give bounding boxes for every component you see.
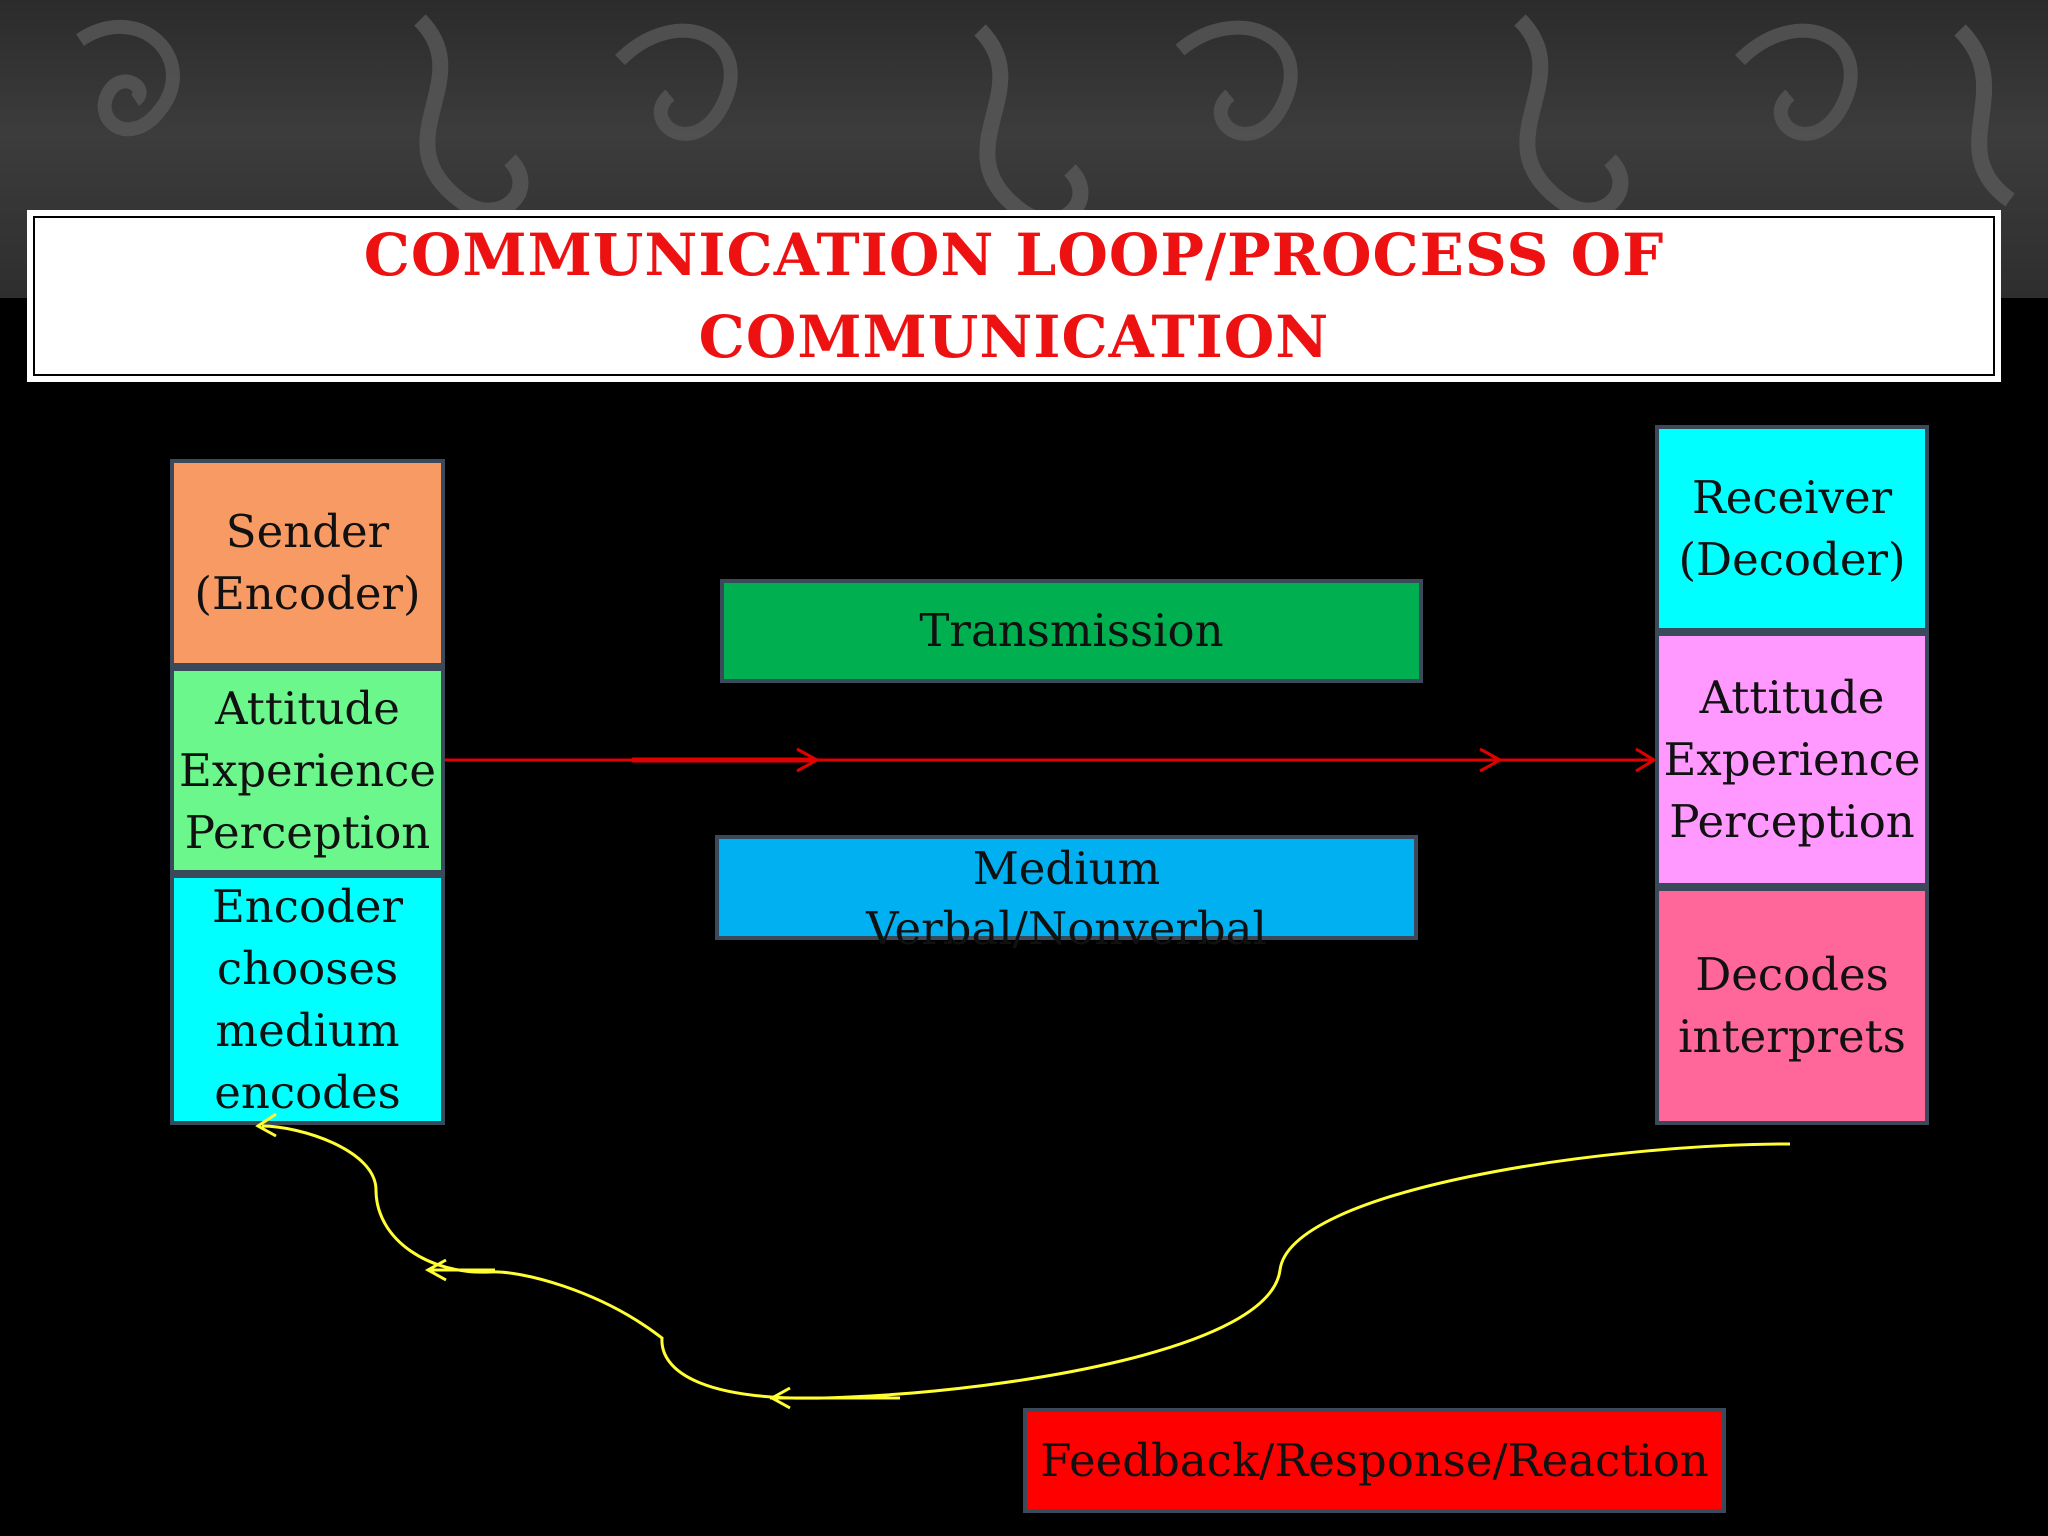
feedback-box: Feedback/Response/Reaction: [1023, 1408, 1726, 1513]
verbal-nonverbal-label: Verbal/Nonverbal: [866, 902, 1267, 955]
decodes-line-1: Decodes: [1695, 948, 1889, 1001]
receiver-label: Receiver: [1691, 470, 1893, 524]
decoder-label: (Decoder): [1678, 532, 1906, 586]
damask-pattern: [76, 14, 2015, 229]
receiver-box: Receiver (Decoder): [1655, 425, 1929, 632]
feedback-label: Feedback/Response/Reaction: [1040, 1433, 1709, 1487]
encoder-label: (Encoder): [194, 567, 421, 620]
title-line-2: COMMUNICATION: [698, 303, 1330, 371]
encoder-line-2: chooses: [216, 941, 399, 995]
title-box: COMMUNICATION LOOP/PROCESS OF COMMUNICAT…: [27, 210, 2001, 382]
sender-perception-line: Perception: [184, 805, 431, 859]
sender-attitude-line: Attitude: [215, 681, 400, 735]
receiver-attitude-box: Attitude Experience Perception: [1655, 632, 1929, 887]
medium-box: Medium Verbal/Nonverbal: [715, 835, 1418, 955]
sender-experience-line: Experience: [178, 743, 436, 797]
sender-attitude-box: Attitude Experience Perception: [170, 667, 445, 874]
receiver-attitude-line: Attitude: [1699, 670, 1885, 724]
receiver-perception-line: Perception: [1669, 794, 1915, 848]
transmission-box: Transmission: [720, 579, 1423, 683]
encoder-line-1: Encoder: [211, 879, 404, 933]
medium-label: Medium: [972, 842, 1161, 895]
decodes-line-2: interprets: [1678, 1010, 1906, 1063]
slide-title: COMMUNICATION LOOP/PROCESS OF COMMUNICAT…: [364, 214, 1665, 378]
title-line-1: COMMUNICATION LOOP/PROCESS OF: [363, 221, 1665, 289]
transmission-label: Transmission: [919, 604, 1224, 657]
encoder-line-4: encodes: [214, 1065, 401, 1119]
sender-label: Sender: [225, 505, 390, 558]
forward-arrow: [445, 747, 1657, 773]
decodes-box: Decodes interprets: [1655, 887, 1929, 1125]
receiver-experience-line: Experience: [1663, 732, 1921, 786]
sender-box: Sender (Encoder): [170, 459, 445, 667]
encoder-line-3: medium: [215, 1003, 400, 1057]
feedback-loop-arrow: [255, 1112, 1791, 1410]
encoder-box: Encoder chooses medium encodes: [170, 874, 445, 1125]
